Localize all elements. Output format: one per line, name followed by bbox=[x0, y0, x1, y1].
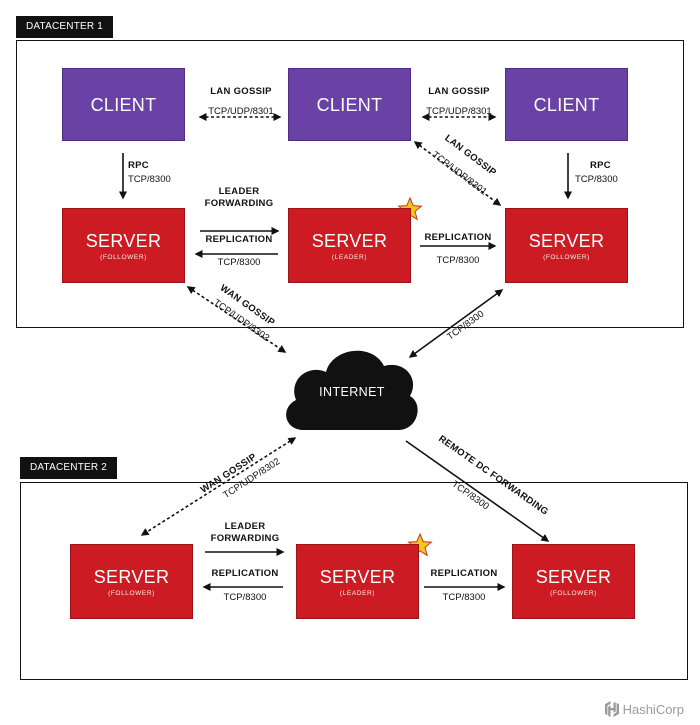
rpc-label-left: RPC bbox=[128, 160, 149, 172]
server-role: (FOLLOWER) bbox=[550, 589, 597, 597]
internet-label: INTERNET bbox=[319, 385, 385, 399]
datacenter-1-frame bbox=[16, 40, 684, 328]
server-title: SERVER bbox=[535, 566, 612, 587]
client-title: CLIENT bbox=[533, 94, 600, 115]
label-title: REPLICATION bbox=[211, 568, 279, 579]
server-role: (LEADER) bbox=[339, 589, 376, 597]
dc1-server-follower-1: SERVER (FOLLOWER) bbox=[62, 208, 185, 283]
lan-gossip-label-2: LAN GOSSIP bbox=[414, 86, 504, 98]
server-title: SERVER bbox=[528, 230, 605, 251]
rpc-port-left: TCP/8300 bbox=[128, 174, 171, 185]
dc1-replication-right-port: TCP/8300 bbox=[436, 255, 480, 266]
label-title: RPC bbox=[128, 160, 149, 171]
rpc-port-right: TCP/8300 bbox=[575, 174, 618, 185]
hashicorp-logo-icon bbox=[604, 701, 619, 717]
label-title: REPLICATION bbox=[424, 232, 492, 243]
client-title: CLIENT bbox=[90, 94, 157, 115]
dc1-client-2: CLIENT bbox=[288, 68, 411, 141]
lan-gossip-diagonal-arrow bbox=[413, 141, 502, 206]
lan-gossip-port-2: TCP/UDP/8301 bbox=[426, 106, 492, 117]
dc2-replication-right-port: TCP/8300 bbox=[442, 592, 486, 603]
server-role: (FOLLOWER) bbox=[543, 253, 590, 261]
datacenter-2-frame bbox=[20, 482, 688, 680]
dc1-leader-forwarding-label: LEADER FORWARDING bbox=[193, 186, 285, 210]
client-title: CLIENT bbox=[316, 94, 383, 115]
dc1-replication-left-port: TCP/8300 bbox=[217, 257, 261, 268]
server-title: SERVER bbox=[319, 566, 396, 587]
hashicorp-brand: HashiCorp bbox=[604, 701, 684, 717]
lan-gossip-port-1: TCP/UDP/8301 bbox=[208, 106, 274, 117]
server-title: SERVER bbox=[93, 566, 170, 587]
dc2-leader-forwarding-label: LEADER FORWARDING bbox=[199, 521, 291, 545]
label-line2: FORWARDING bbox=[210, 533, 280, 544]
dc1-server-leader: SERVER (LEADER) bbox=[288, 208, 411, 283]
label-line1: LEADER bbox=[218, 186, 260, 197]
wan-gossip-dc1-arrow bbox=[186, 286, 287, 353]
dc1-server-follower-2: SERVER (FOLLOWER) bbox=[505, 208, 628, 283]
dc2-replication-left-port: TCP/8300 bbox=[223, 592, 267, 603]
dc2-server-follower-2: SERVER (FOLLOWER) bbox=[512, 544, 635, 619]
label-title: RPC bbox=[590, 160, 611, 171]
dc2-replication-right-label: REPLICATION bbox=[418, 568, 510, 580]
label-title: LAN GOSSIP bbox=[428, 86, 490, 97]
dc2-server-leader: SERVER (LEADER) bbox=[296, 544, 419, 619]
datacenter-2-label: DATACENTER 2 bbox=[20, 457, 118, 479]
datacenter-1-label: DATACENTER 1 bbox=[16, 16, 114, 38]
dc2-replication-left-label: REPLICATION bbox=[199, 568, 291, 580]
dc1-replication-left-label: REPLICATION bbox=[193, 234, 285, 246]
wan-gossip-dc2-arrow bbox=[140, 437, 297, 536]
remote-dc-forwarding-arrow bbox=[405, 440, 550, 542]
rpc-label-right: RPC bbox=[590, 160, 611, 172]
dc1-replication-right-label: REPLICATION bbox=[412, 232, 504, 244]
label-line2: FORWARDING bbox=[204, 198, 274, 209]
dc1-client-3: CLIENT bbox=[505, 68, 628, 141]
label-title: LAN GOSSIP bbox=[210, 86, 272, 97]
server-role: (FOLLOWER) bbox=[108, 589, 155, 597]
server-role: (FOLLOWER) bbox=[100, 253, 147, 261]
dc2-server-follower-1: SERVER (FOLLOWER) bbox=[70, 544, 193, 619]
internet-cloud bbox=[286, 350, 418, 430]
internet-dc1-tcp-arrow bbox=[408, 289, 504, 358]
server-role: (LEADER) bbox=[331, 253, 368, 261]
server-title: SERVER bbox=[311, 230, 388, 251]
label-line1: LEADER bbox=[224, 521, 266, 532]
server-title: SERVER bbox=[85, 230, 162, 251]
label-title: REPLICATION bbox=[205, 234, 273, 245]
dc1-client-1: CLIENT bbox=[62, 68, 185, 141]
lan-gossip-label-1: LAN GOSSIP bbox=[196, 86, 286, 98]
brand-name: HashiCorp bbox=[622, 701, 684, 717]
label-title: REPLICATION bbox=[430, 568, 498, 579]
